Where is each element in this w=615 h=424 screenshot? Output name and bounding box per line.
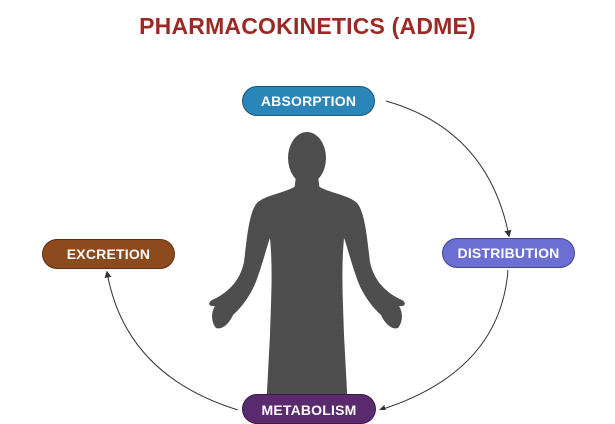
human-body-icon xyxy=(209,132,405,410)
absorption-label: ABSORPTION xyxy=(242,86,375,116)
arrow-absorption-to-distribution xyxy=(385,100,512,238)
excretion-label: EXCRETION xyxy=(42,239,175,269)
cycle-arrows xyxy=(104,100,512,410)
metabolism-label: METABOLISM xyxy=(242,394,376,424)
distribution-label: DISTRIBUTION xyxy=(442,238,575,268)
arrow-distribution-to-metabolism xyxy=(378,269,509,410)
diagram-title: PHARMACOKINETICS (ADME) xyxy=(139,13,476,39)
arrow-metabolism-to-excretion xyxy=(104,270,239,410)
